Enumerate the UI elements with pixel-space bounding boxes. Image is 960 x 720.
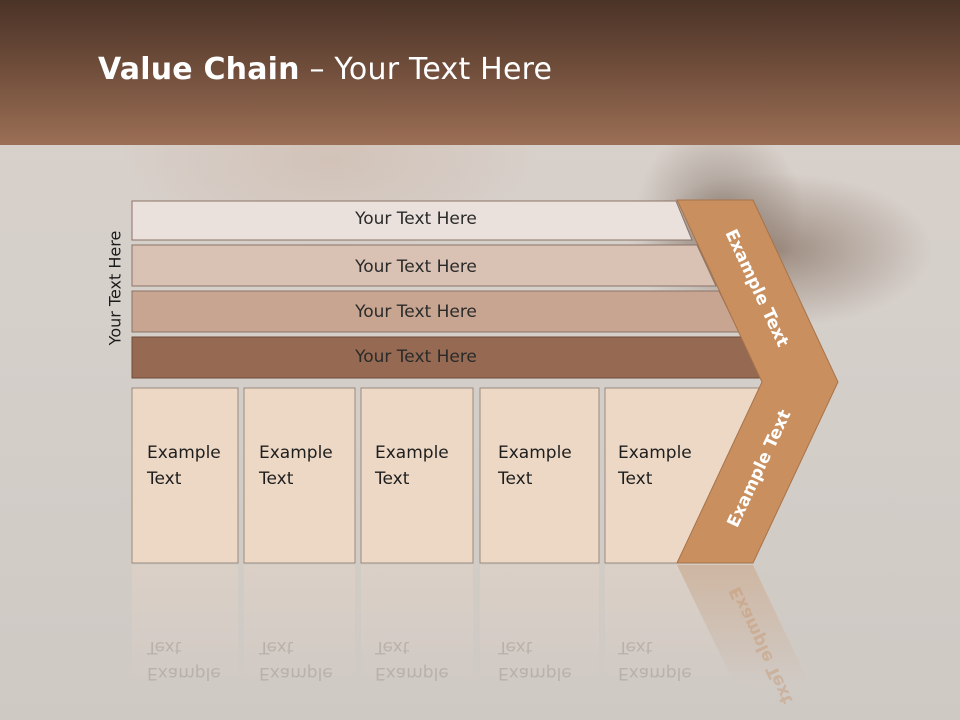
title-banner (0, 0, 960, 145)
cell-2 (243, 387, 356, 564)
title-rest: – Your Text Here (299, 52, 553, 87)
chevron-arrow (676, 199, 839, 564)
cell-4 (479, 387, 600, 564)
bar-2 (131, 244, 717, 287)
cell-2-reflection (244, 565, 355, 685)
slide-title: Value Chain – Your Text Here (98, 52, 552, 87)
cell-5-reflection (605, 565, 735, 685)
cell-3 (360, 387, 474, 564)
bar-1 (131, 200, 693, 241)
cell-1-reflection (132, 565, 238, 685)
chevron-reflection (677, 565, 810, 685)
bar-4-label: Your Text Here (355, 347, 477, 367)
title-bold: Value Chain (98, 52, 300, 87)
cell-4-reflection (480, 565, 599, 685)
bar-2-label: Your Text Here (355, 257, 477, 277)
cell-3-reflection (361, 565, 473, 685)
bar-1-label: Your Text Here (355, 209, 477, 229)
bar-3-label: Your Text Here (355, 302, 477, 322)
cell-1 (131, 387, 239, 564)
